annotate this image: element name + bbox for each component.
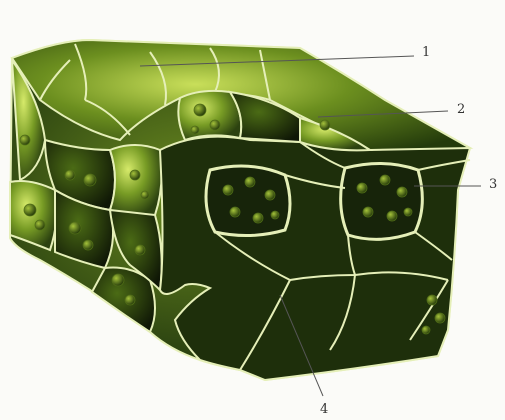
vascular-bundle-right	[341, 163, 423, 239]
label-2: 2	[457, 103, 465, 116]
label-1: 1	[422, 46, 430, 59]
label-3: 3	[489, 178, 497, 191]
cross-section-face	[160, 137, 470, 380]
vascular-bundle-left	[206, 166, 290, 236]
label-4: 4	[320, 403, 328, 416]
